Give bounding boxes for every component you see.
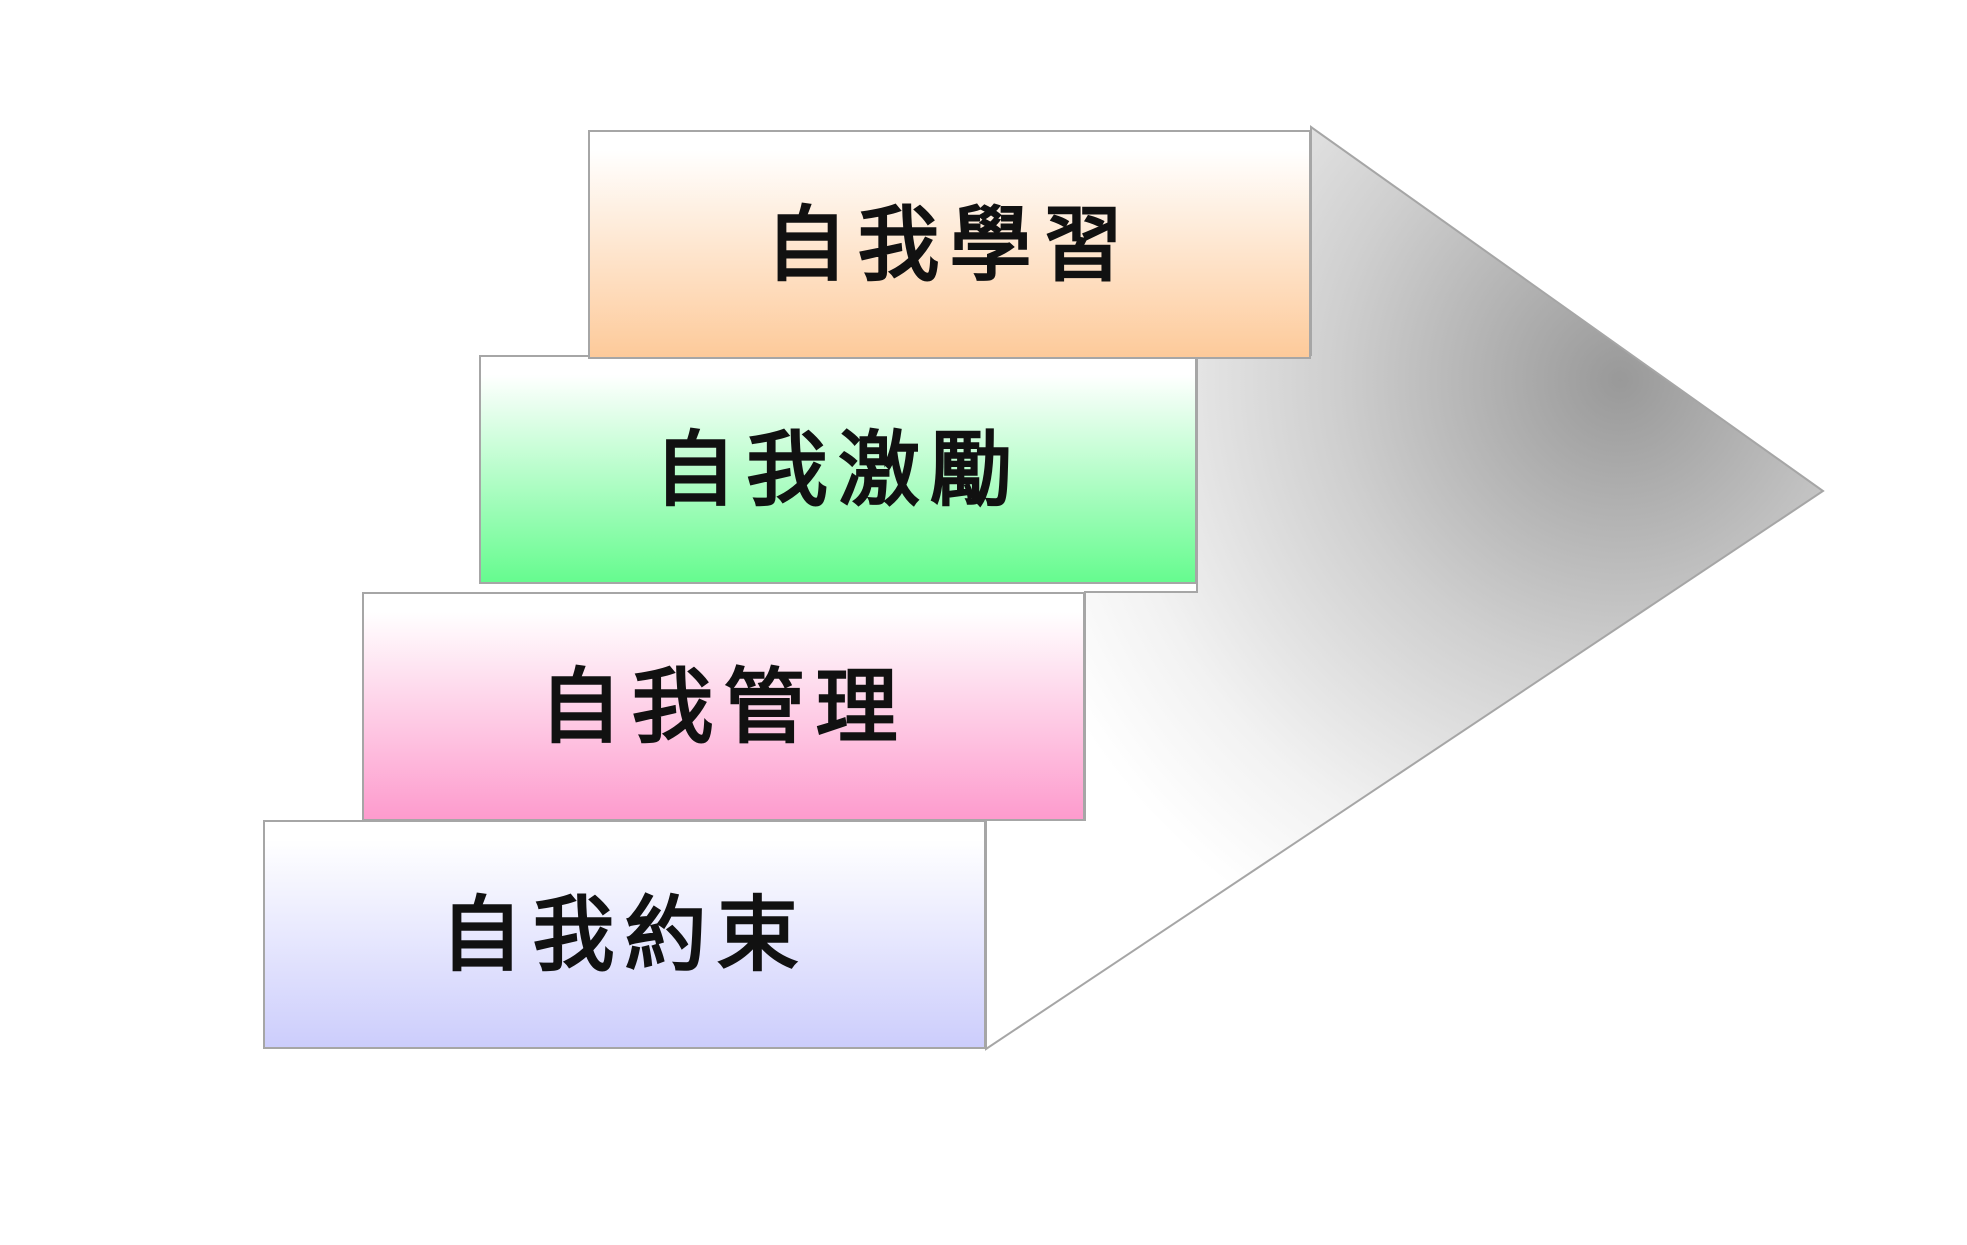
step-self-discipline: 自我約束 (263, 820, 986, 1049)
step-label: 自我激勵 (653, 421, 1022, 518)
step-label: 自我管理 (539, 658, 908, 755)
step-label: 自我約束 (440, 886, 809, 983)
step-label: 自我學習 (765, 196, 1134, 293)
step-self-management: 自我管理 (362, 592, 1085, 821)
step-self-learning: 自我學習 (588, 130, 1311, 359)
step-self-motivation: 自我激勵 (479, 355, 1197, 584)
